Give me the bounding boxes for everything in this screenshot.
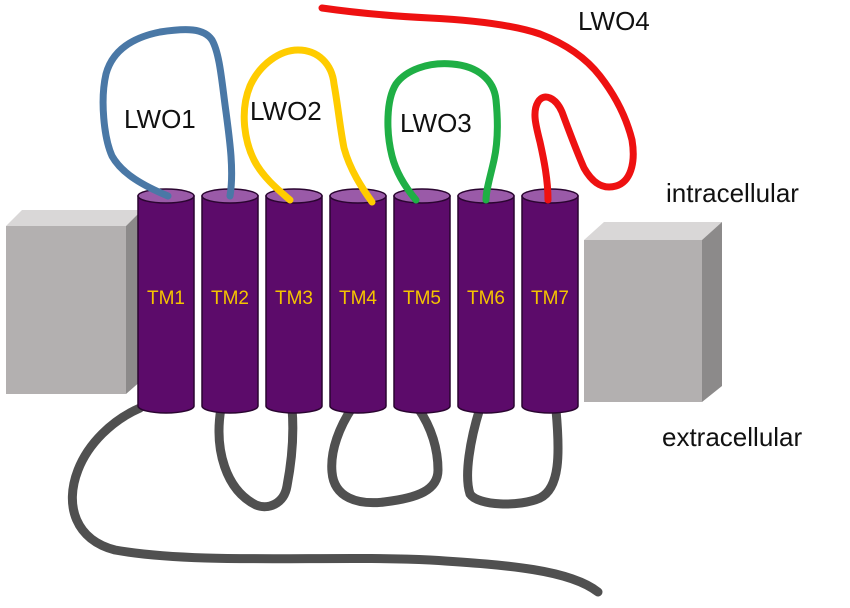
membrane-right-top (584, 222, 722, 240)
extracellular-loop-tm4-tm5 (327, 403, 443, 508)
label-intracellular: intracellular (666, 178, 799, 208)
membrane-right-side (702, 222, 722, 402)
helix-label: TM1 (147, 288, 185, 309)
helix-label: TM4 (339, 288, 377, 309)
loop-lwo3 (384, 60, 501, 204)
helix-top-cap (265, 188, 323, 204)
helix-tm3: TM3 (265, 188, 323, 414)
label-lwo2: LWO2 (250, 96, 322, 126)
labels: LWO1 LWO2 LWO3 LWO4 intracellular extrac… (124, 6, 803, 452)
transmembrane-helices: TM1 TM2 TM3 TM4 TM5 TM6 TM7 (137, 188, 579, 414)
helix-label: TM2 (211, 288, 249, 309)
label-lwo1: LWO1 (124, 104, 196, 134)
extracellular-loop-tm2-tm3 (214, 403, 298, 512)
helix-body (265, 195, 323, 414)
helix-tm1: TM1 (137, 188, 195, 414)
helix-body (201, 195, 259, 414)
extracellular-loops (67, 403, 603, 597)
label-lwo4: LWO4 (578, 6, 650, 36)
label-lwo3: LWO3 (400, 108, 472, 138)
helix-tm7: TM7 (521, 188, 579, 414)
helix-top-cap (329, 188, 387, 204)
helix-label: TM3 (275, 288, 313, 309)
extracellular-loop-tm6-tm7 (463, 403, 563, 509)
helix-body (521, 195, 579, 414)
membrane-left-front (6, 226, 126, 394)
helix-label: TM7 (531, 288, 569, 309)
loop-lwo1 (99, 26, 236, 200)
helix-tm2: TM2 (201, 188, 259, 414)
helix-tm4: TM4 (329, 188, 387, 414)
membrane-right-front (584, 240, 702, 402)
helix-body (457, 195, 515, 414)
loop-lwo2 (240, 46, 376, 206)
helix-label: TM5 (403, 288, 441, 309)
helix-tm5: TM5 (393, 188, 451, 414)
membrane-left-top (6, 210, 142, 226)
helix-tm6: TM6 (457, 188, 515, 414)
helix-body (329, 195, 387, 414)
helix-top-cap (393, 188, 451, 204)
intracellular-loops (99, 4, 637, 206)
label-extracellular: extracellular (662, 422, 803, 452)
helix-body (137, 195, 195, 414)
helix-label: TM6 (467, 288, 505, 309)
loop-lwo4 (318, 4, 637, 204)
membrane-left (6, 210, 142, 394)
helix-body (393, 195, 451, 414)
n-terminus-tail (67, 403, 603, 597)
membrane-right (584, 222, 722, 402)
